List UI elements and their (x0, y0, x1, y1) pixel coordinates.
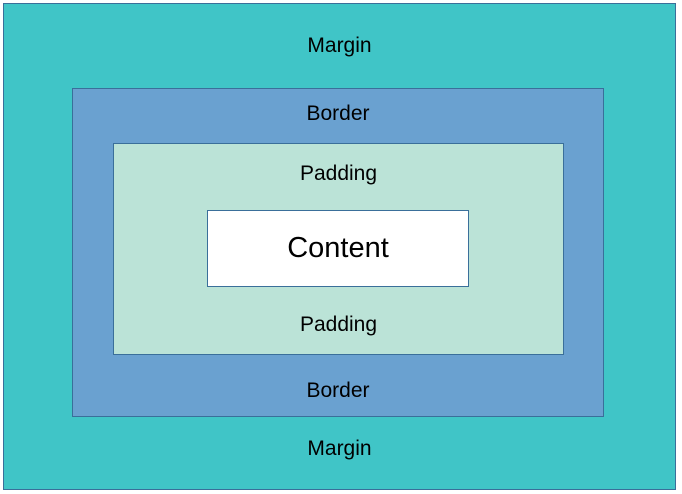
margin-top-label: Margin (307, 34, 372, 57)
margin-bottom-label: Margin (307, 437, 372, 460)
border-bottom-label: Border (306, 379, 370, 402)
content-label: Content (287, 232, 389, 264)
padding-top-label: Padding (299, 162, 378, 185)
padding-bottom-label: Padding (299, 313, 378, 336)
border-top-label: Border (306, 102, 370, 125)
content-box: Content (207, 210, 469, 287)
